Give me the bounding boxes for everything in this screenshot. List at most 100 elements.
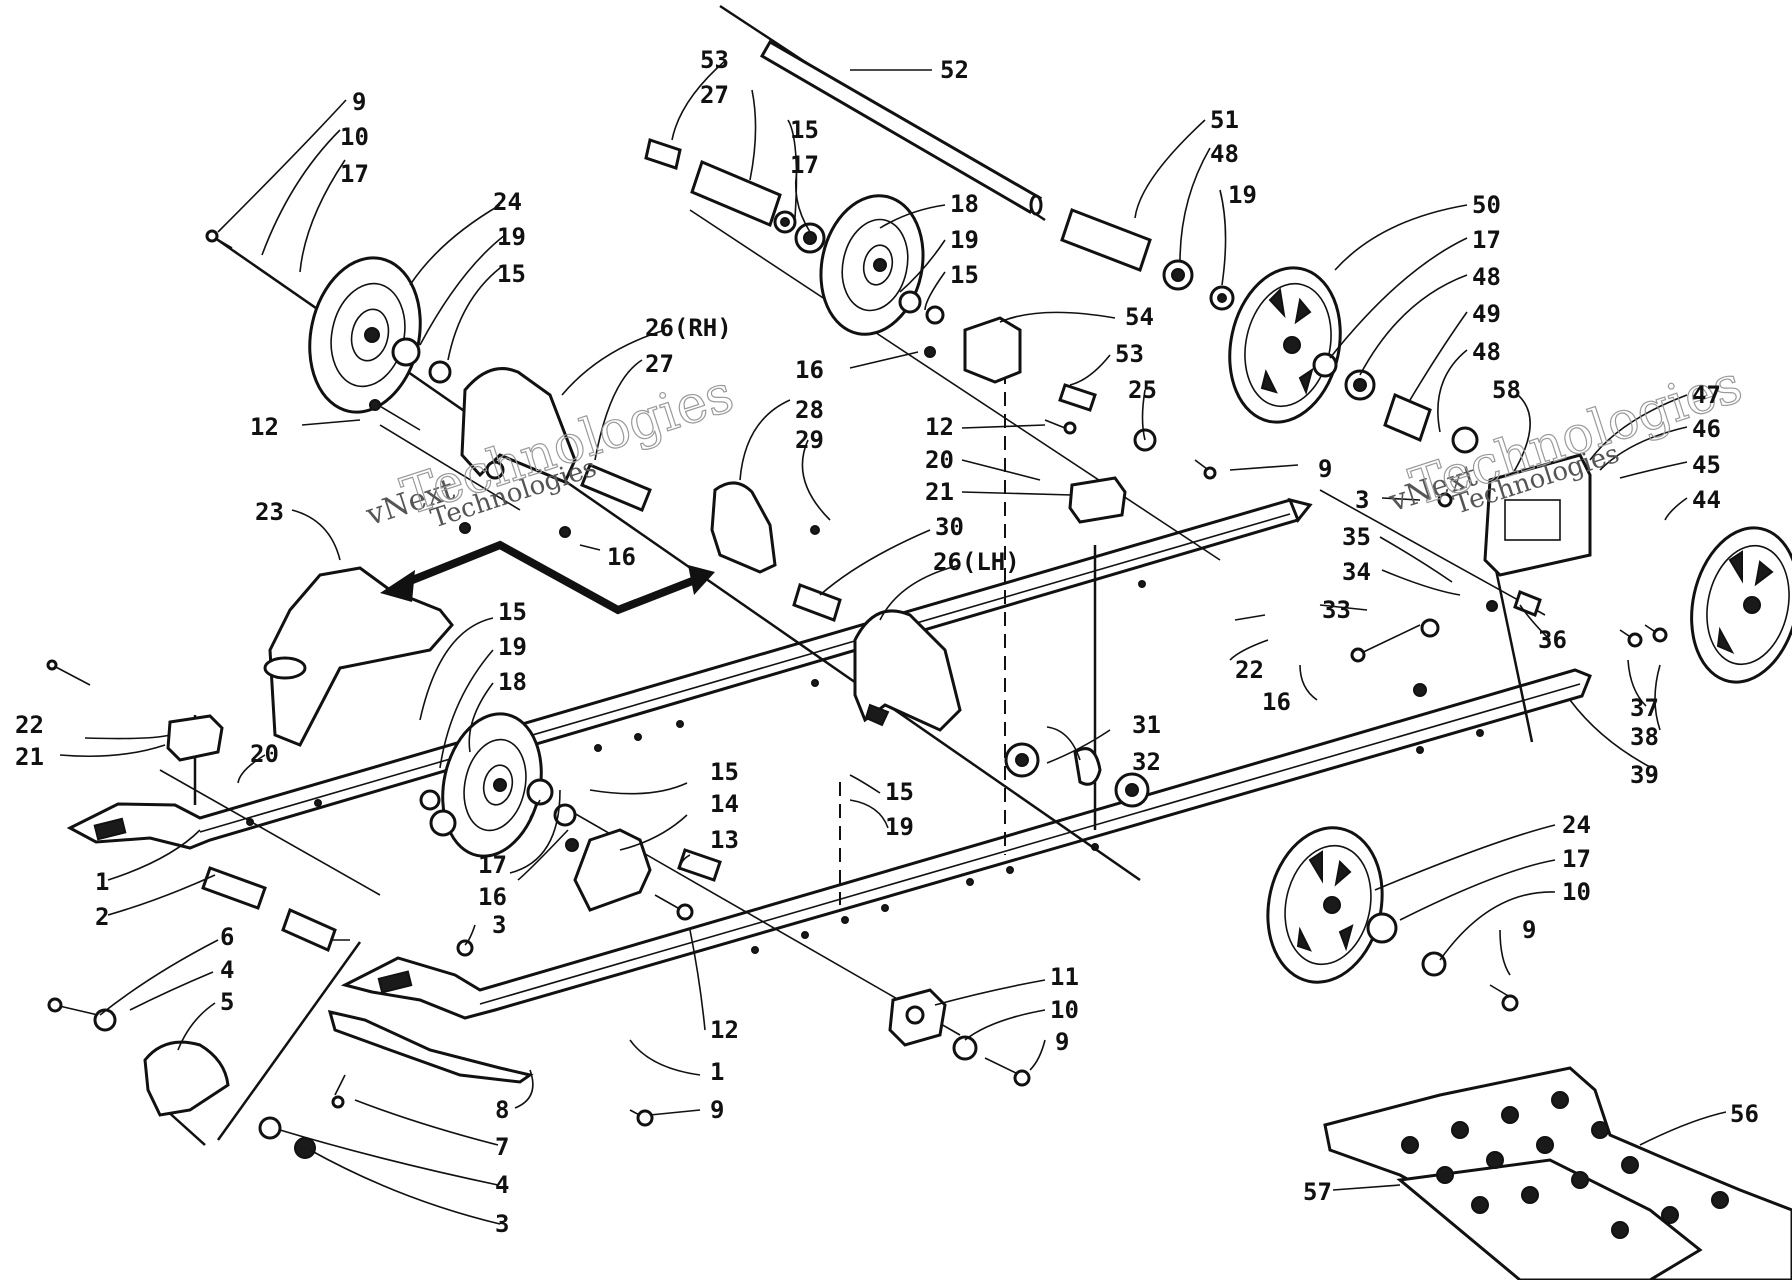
callout-label: 15 <box>950 261 979 289</box>
callout-label: 57 <box>1303 1178 1332 1206</box>
callout-label: 31 <box>1132 711 1161 739</box>
callout-label: 1 <box>710 1058 724 1086</box>
callout-label: 9 <box>710 1096 724 1124</box>
bracket-26-lh <box>853 609 962 732</box>
callout-label: 8 <box>495 1096 509 1124</box>
callout-label: 3 <box>492 911 506 939</box>
callout-label: 9 <box>1522 916 1536 944</box>
callout-label: 18 <box>950 190 979 218</box>
slide-rail-right <box>340 668 1592 1020</box>
callout-label: 49 <box>1472 300 1501 328</box>
callout-label: 53 <box>1115 340 1144 368</box>
callout-label: 56 <box>1730 1100 1759 1128</box>
callout-label: 44 <box>1692 486 1721 514</box>
callout-label: 37 <box>1630 694 1659 722</box>
callout-label: 16 <box>607 543 636 571</box>
spacers-and-bushings <box>93 138 1542 1159</box>
wear-strip-8 <box>327 1009 534 1084</box>
callout-label: 2 <box>95 903 109 931</box>
callout-label: 19 <box>885 813 914 841</box>
callout-label: 23 <box>255 498 284 526</box>
callout-label: 19 <box>1228 181 1257 209</box>
callout-label: 15 <box>790 116 819 144</box>
callout-label: 18 <box>498 668 527 696</box>
bracket-58 <box>1483 453 1592 577</box>
bracket-26-rh <box>460 367 577 484</box>
callout-label: 39 <box>1630 761 1659 789</box>
callout-label: 15 <box>710 758 739 786</box>
callout-label: 6 <box>220 923 234 951</box>
callout-label: 24 <box>1562 811 1591 839</box>
callout-label: 4 <box>495 1171 509 1199</box>
callout-label: 3 <box>1355 486 1369 514</box>
callout-label: 17 <box>790 151 819 179</box>
callout-label: 35 <box>1342 523 1371 551</box>
callout-label: 48 <box>1472 263 1501 291</box>
leader-lines <box>59 59 1727 1225</box>
callout-label: 5 <box>220 988 234 1016</box>
callout-label: 22 <box>1235 656 1264 684</box>
callout-label: 20 <box>925 446 954 474</box>
callout-label: 12 <box>925 413 954 441</box>
callout-label: 7 <box>495 1133 509 1161</box>
callout-label: 17 <box>478 851 507 879</box>
callout-label: 45 <box>1692 451 1721 479</box>
callout-label: 4 <box>220 956 234 984</box>
idler-wheel-lower-left <box>441 712 543 858</box>
track-56 <box>1323 1066 1792 1280</box>
callout-label: 16 <box>478 883 507 911</box>
callout-label: 36 <box>1538 626 1567 654</box>
callout-label: 15 <box>497 260 526 288</box>
callout-label: 9 <box>1055 1028 1069 1056</box>
callout-labels: 9 10 17 24 19 15 26(RH) 27 12 16 23 28 2… <box>15 46 1759 1238</box>
callout-label: 58 <box>1492 376 1521 404</box>
callout-label: 32 <box>1132 748 1161 776</box>
callout-label: 15 <box>498 598 527 626</box>
callout-label: 15 <box>885 778 914 806</box>
callout-label: 26(RH) <box>645 314 732 342</box>
callout-label: 21 <box>925 478 954 506</box>
callout-label: 46 <box>1692 415 1721 443</box>
callout-label: 27 <box>645 350 674 378</box>
callout-label: 12 <box>250 413 279 441</box>
callout-label: 48 <box>1472 338 1501 366</box>
shaft-52 <box>759 39 1043 216</box>
callout-label: 51 <box>1210 106 1239 134</box>
idler-wheel-lower-right <box>1266 826 1384 984</box>
callout-label: 22 <box>15 711 44 739</box>
callout-label: 19 <box>498 633 527 661</box>
arm-23 <box>263 566 454 747</box>
callout-label: 1 <box>95 868 109 896</box>
slide-rail-left <box>66 497 1313 850</box>
callout-label: 34 <box>1342 558 1371 586</box>
callout-label: 17 <box>340 160 369 188</box>
callout-label: 10 <box>1050 996 1079 1024</box>
callout-label: 10 <box>1562 878 1591 906</box>
watermark-center: vNext Technologies Technologies <box>361 363 741 534</box>
end-cap-21 <box>166 476 1127 762</box>
bumper-5 <box>143 1040 230 1117</box>
callout-label: 50 <box>1472 191 1501 219</box>
callout-label: 33 <box>1322 596 1351 624</box>
bracket-28 <box>710 481 777 574</box>
callout-label: 20 <box>250 740 279 768</box>
bolts <box>46 229 1668 1127</box>
callout-label: 12 <box>710 1016 739 1044</box>
callout-label: 38 <box>1630 723 1659 751</box>
bracket-14 <box>573 828 652 912</box>
callout-label: 3 <box>495 1210 509 1238</box>
callout-label: 54 <box>1125 303 1154 331</box>
bracket-54 <box>963 316 1022 384</box>
idler-wheel-far-right <box>1690 526 1792 684</box>
callout-label: 21 <box>15 743 44 771</box>
callout-label: 29 <box>795 426 824 454</box>
callout-label: 10 <box>340 123 369 151</box>
idler-wheel-upper-left <box>308 256 422 414</box>
callout-label: 26(LH) <box>933 548 1020 576</box>
callout-label: 27 <box>700 81 729 109</box>
idler-wheel-upper-center <box>819 194 925 336</box>
callout-label: 28 <box>795 396 824 424</box>
callout-label: 30 <box>935 513 964 541</box>
callout-label: 14 <box>710 790 739 818</box>
